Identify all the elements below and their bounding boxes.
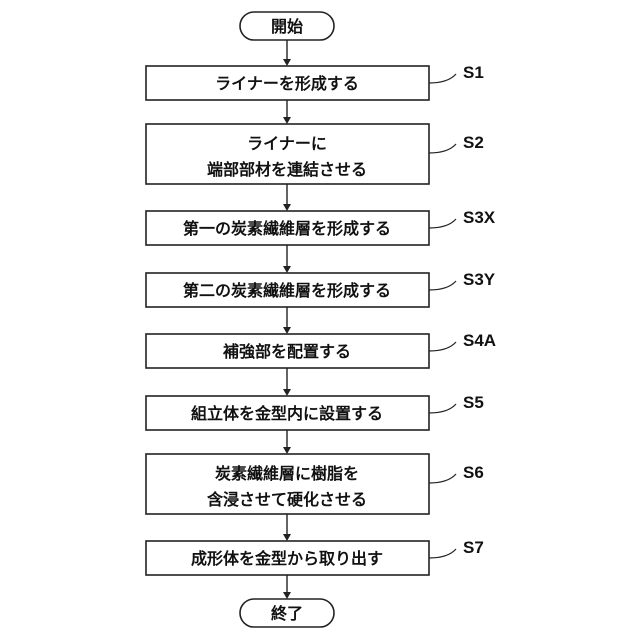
step-s4a: 補強部を配置する S4A — [146, 331, 496, 368]
end-terminal: 終了 — [240, 599, 334, 627]
arrow-s3y-to-s4a — [283, 307, 291, 334]
step-s7-text: 成形体を金型から取り出す — [191, 549, 383, 568]
step-s3y-label: S3Y — [463, 270, 496, 289]
step-s2-label: S2 — [463, 133, 484, 152]
step-s4a-leader — [429, 342, 456, 351]
arrow-s3x-to-s3y — [283, 245, 291, 273]
step-s7-leader — [429, 549, 456, 558]
step-s3x-label: S3X — [463, 208, 496, 227]
arrow-s6-to-s7 — [283, 514, 291, 541]
arrow-s1-to-s2 — [283, 100, 291, 124]
step-s1-text: ライナーを形成する — [215, 74, 359, 93]
step-s6-text-line1: 炭素繊維層に樹脂を — [215, 464, 359, 483]
step-s7-label: S7 — [463, 538, 484, 557]
step-s1-label: S1 — [463, 63, 484, 82]
arrow-s2-to-s3x — [283, 184, 291, 211]
step-s5-label: S5 — [463, 393, 484, 412]
step-s3y-text: 第二の炭素繊維層を形成する — [183, 281, 391, 300]
step-s7: 成形体を金型から取り出す S7 — [146, 538, 484, 575]
step-s2-text-line2: 端部部材を連結させる — [207, 160, 367, 179]
step-s4a-label: S4A — [463, 331, 496, 350]
step-s5-text: 組立体を金型内に設置する — [191, 404, 383, 423]
arrow-start-to-s1 — [283, 40, 291, 66]
step-s2: ライナーに 端部部材を連結させる S2 — [146, 124, 484, 184]
step-s5-leader — [429, 404, 456, 413]
step-s3y: 第二の炭素繊維層を形成する S3Y — [146, 270, 496, 307]
step-s1: ライナーを形成する S1 — [146, 63, 484, 100]
step-s5: 組立体を金型内に設置する S5 — [146, 393, 484, 430]
step-s1-leader — [429, 74, 456, 83]
step-s4a-text: 補強部を配置する — [222, 342, 351, 361]
arrow-s7-to-end — [283, 575, 291, 599]
arrow-s4a-to-s5 — [283, 368, 291, 396]
step-s3x-text: 第一の炭素繊維層を形成する — [183, 219, 391, 238]
start-terminal: 開始 — [240, 12, 334, 40]
step-s2-leader — [429, 144, 456, 153]
arrow-s5-to-s6 — [283, 430, 291, 454]
end-label: 終了 — [271, 604, 303, 623]
step-s6-text-line2: 含浸させて硬化させる — [207, 490, 367, 509]
step-s3x-leader — [429, 219, 456, 228]
step-s6-label: S6 — [463, 463, 484, 482]
step-s6: 炭素繊維層に樹脂を 含浸させて硬化させる S6 — [146, 454, 484, 514]
step-s3y-leader — [429, 281, 456, 290]
step-s2-text-line1: ライナーに — [247, 134, 327, 153]
step-s3x: 第一の炭素繊維層を形成する S3X — [146, 208, 496, 245]
start-label: 開始 — [271, 17, 303, 36]
step-s6-leader — [429, 474, 456, 483]
